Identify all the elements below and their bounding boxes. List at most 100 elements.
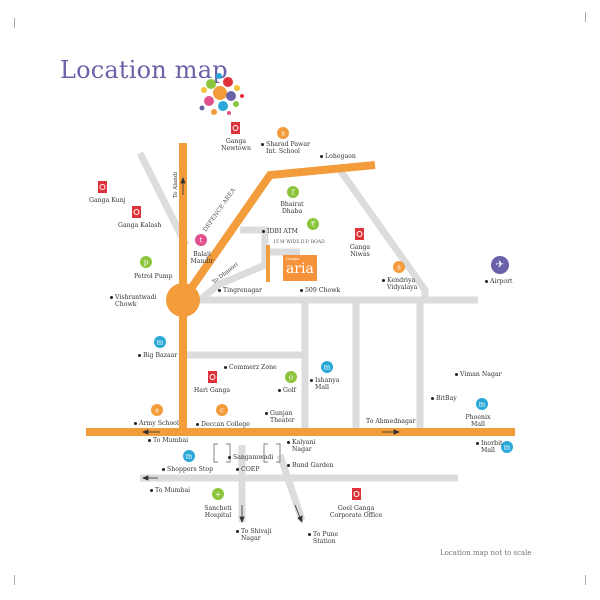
label-petrol-pump: Petrol Pump <box>134 273 173 280</box>
label-commerce-zone: Commerz Zone <box>224 364 277 371</box>
shopping-icon: m <box>183 450 195 462</box>
vishrantwadi-junction <box>166 283 200 317</box>
label-lohegaon: Lohegaon <box>320 153 356 160</box>
label-ganga-kalash: Ganga Kalash <box>118 222 162 229</box>
school-icon: s <box>393 261 405 273</box>
road-defence-area <box>179 161 376 303</box>
svg-text:✈: ✈ <box>496 260 504 271</box>
svg-text:+: + <box>215 491 221 499</box>
bridge-sangamwadi <box>213 443 218 463</box>
ganga-logo-icon <box>199 73 244 115</box>
ganga-logo-icon <box>355 228 364 240</box>
crop-mark <box>585 575 586 585</box>
label-vishrantwadi-chowk: Vishrantwadi Chowk <box>110 294 157 308</box>
svg-text:p: p <box>144 259 149 267</box>
theater-icon: c <box>216 404 228 416</box>
label-coep: COEP <box>236 466 260 473</box>
label-deccan-college: Deccan College <box>196 421 250 428</box>
svg-text:m: m <box>324 364 331 372</box>
label-viman-nagar: Viman Nagar <box>455 371 502 378</box>
ganga-logo-icon <box>132 206 141 218</box>
label-idbi-atm: IDBI ATM <box>262 228 298 235</box>
label-balaji-mandir: Balaji Mandir <box>190 251 214 265</box>
project-aria-marker: Ganga aria <box>283 255 317 281</box>
school-icon: s <box>151 404 163 416</box>
label-big-bazaar: Big Bazaar <box>138 352 177 359</box>
crop-mark <box>14 575 15 585</box>
label-kendriya-vidyalaya: Kendriya Vidyalaya <box>382 277 417 291</box>
label-inorbit-mall: Inorbit Mall <box>476 440 503 454</box>
ganga-logo-icon <box>231 122 240 134</box>
hospital-icon: + <box>212 488 224 500</box>
label-to-mumbai-2: To Mumbai <box>150 487 190 494</box>
shopping-icon: m <box>154 336 166 348</box>
bridge-sangamwadi-2 <box>226 443 231 463</box>
road-label-dp-road: 15 M WIDE D.P. ROAD <box>273 239 325 245</box>
svg-text:s: s <box>155 407 159 415</box>
svg-text:m: m <box>479 401 486 409</box>
page-title: Location map <box>60 56 228 84</box>
ganga-logo-icon <box>208 371 217 383</box>
label-ganga-niwas: Ganga Niwas <box>349 244 371 258</box>
label-bitbay: BitBay <box>431 395 457 402</box>
crop-mark <box>14 18 15 28</box>
label-ganga-kunj: Ganga Kunj <box>89 197 126 204</box>
temple-icon: t <box>195 234 207 246</box>
crop-mark <box>585 12 586 22</box>
project-name: aria <box>286 261 314 277</box>
golf-icon: o <box>285 371 297 383</box>
label-ishanya-mall: Ishanya Mall <box>310 377 339 391</box>
bridge-kalyani-2 <box>276 443 281 463</box>
label-hari-ganga: Hari Ganga <box>193 387 231 394</box>
label-509-chowk: 509 Chowk <box>300 287 340 294</box>
label-gunjan-theater: Gunjan Theater <box>265 410 295 424</box>
label-ganga-newtown: Ganga Newtown <box>221 138 251 152</box>
shopping-icon: m <box>501 441 513 453</box>
fuel-icon: p <box>140 256 152 268</box>
label-golf: Golf <box>278 387 296 394</box>
svg-text:t: t <box>200 237 203 245</box>
ganga-logo-icon <box>352 488 361 500</box>
label-shoppers-stop: Shoppers Stop <box>162 466 213 473</box>
label-sancheti-hospital: Sancheti Hospital <box>204 505 232 519</box>
airplane-icon: ✈ <box>491 256 509 274</box>
label-to-mumbai-1: To Mumbai <box>148 437 188 444</box>
svg-text:s: s <box>281 130 285 138</box>
svg-text:f: f <box>292 189 296 197</box>
svg-text:c: c <box>220 407 224 415</box>
shopping-icon: m <box>476 398 488 410</box>
label-army-school: Army School <box>134 420 179 427</box>
label-kalyani-nagar: Kalyani Nagar <box>287 439 315 453</box>
label-to-pune-station: To Pune Station <box>308 531 338 545</box>
road-dhanori <box>197 226 269 303</box>
school-icon: s <box>277 127 289 139</box>
label-airport: Airport <box>485 278 513 285</box>
shopping-icon: m <box>321 361 333 373</box>
label-bhairat-dhaba: Bhairat Dhaba <box>280 201 304 215</box>
label-to-ahmednagar: To Ahmednagar <box>366 418 416 425</box>
label-phoenix-mall: Phoenix Mall <box>465 414 491 428</box>
svg-text:m: m <box>157 339 164 347</box>
svg-text:m: m <box>186 453 193 461</box>
label-goel-ganga: Goel Ganga Corporate Office <box>329 505 383 519</box>
label-to-alandi: To Alandi <box>173 172 179 198</box>
label-sharad-pawar: Sharad Pawar Int. School <box>261 141 310 155</box>
atm-icon: ₹ <box>307 218 319 230</box>
road-lohegaon-airport <box>337 167 429 300</box>
svg-text:₹: ₹ <box>311 221 316 229</box>
road-alandi-diagonal <box>136 151 190 247</box>
food-icon: f <box>287 186 299 198</box>
ganga-logo-icon <box>98 181 107 193</box>
project-brand: Ganga <box>286 256 300 261</box>
scale-note: Location map not to scale <box>440 549 532 557</box>
svg-text:m: m <box>504 444 511 452</box>
svg-text:s: s <box>397 264 401 272</box>
road-to-pune-station <box>276 453 306 522</box>
label-tingrenagar: Tingrenagar <box>218 287 262 294</box>
bridge-kalyani <box>263 443 268 463</box>
label-to-shivaji-nagar: To Shivaji Nagar <box>236 528 272 542</box>
svg-text:o: o <box>289 374 293 382</box>
label-bund-garden: Bund Garden <box>287 462 334 469</box>
